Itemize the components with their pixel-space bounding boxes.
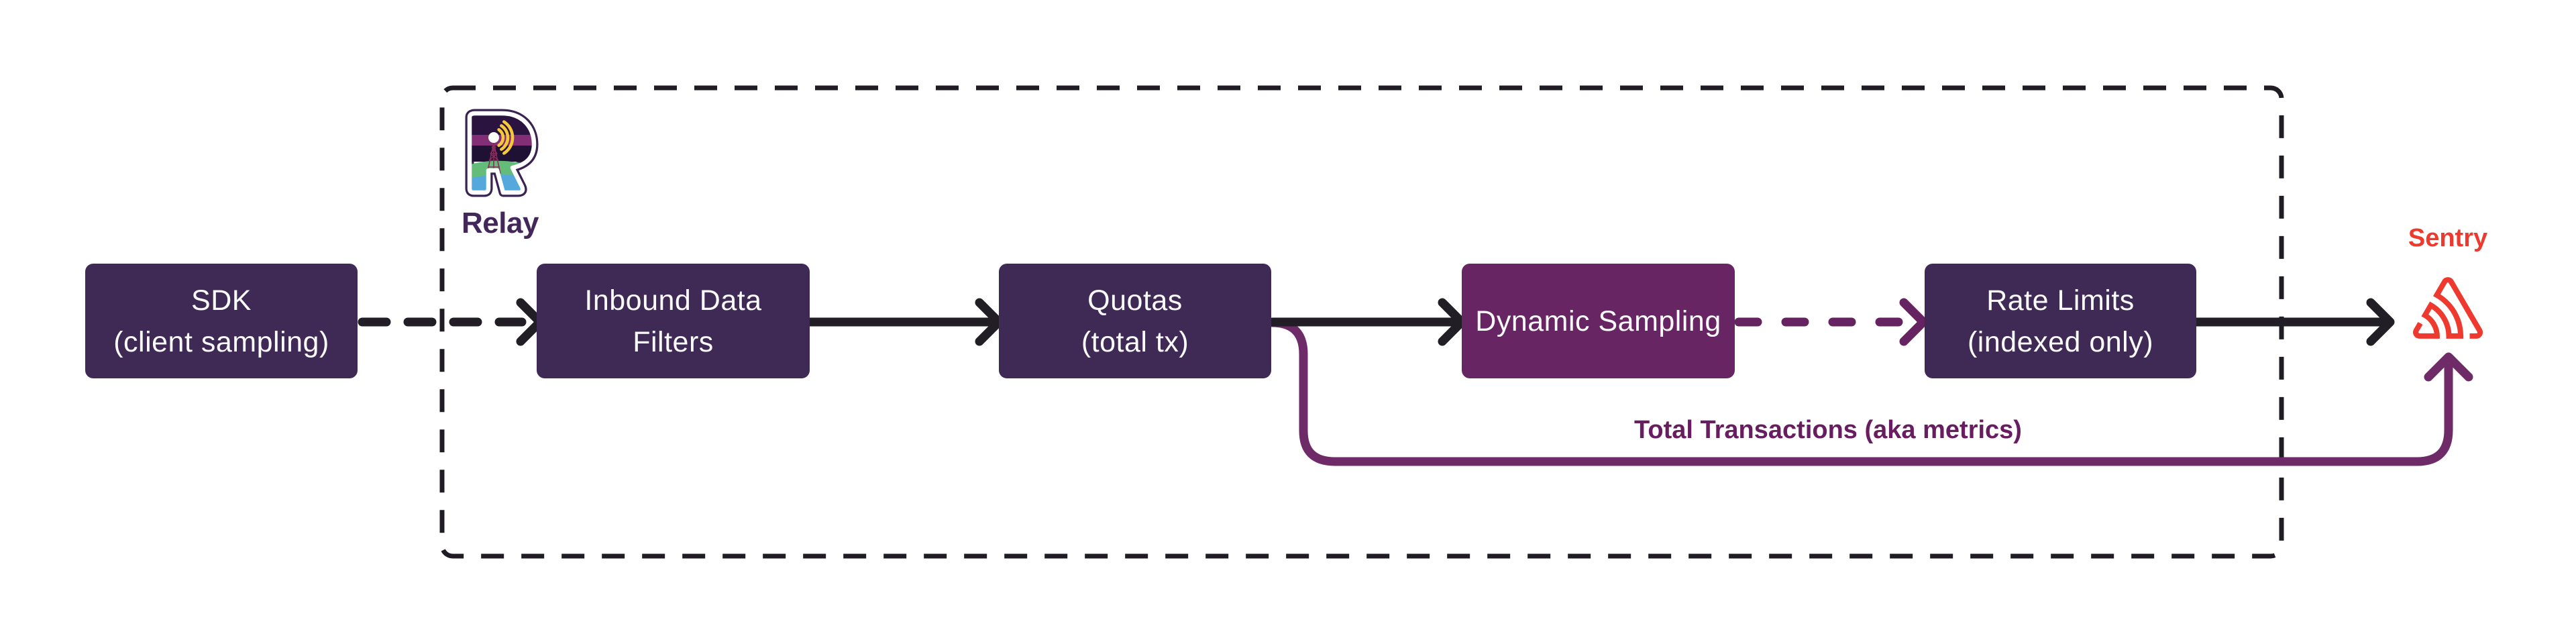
edge-dynamic-to-ratelimits — [1734, 298, 1928, 346]
edge-sdk-to-inbound — [358, 298, 545, 346]
node-sdk: SDK (client sampling) — [85, 264, 358, 378]
node-quotas-line2: (total tx) — [1081, 325, 1189, 358]
metrics-edge-label: Total Transactions (aka metrics) — [1634, 416, 2022, 444]
node-inbound-line2: Filters — [633, 325, 714, 358]
sentry-label: Sentry — [2408, 224, 2488, 252]
node-quotas-line1: Quotas — [1087, 284, 1183, 317]
signal-waves-icon — [497, 120, 515, 155]
node-inbound-line1: Inbound Data — [584, 284, 762, 317]
node-rate-line2: (indexed only) — [1967, 325, 2154, 358]
node-dynamic-line1: Dynamic Sampling — [1475, 305, 1721, 337]
arrowhead-right-icon — [2366, 298, 2395, 346]
node-rate-limits: Rate Limits (indexed only) — [1925, 264, 2196, 378]
node-quotas: Quotas (total tx) — [999, 264, 1271, 378]
relay-label: Relay — [462, 207, 539, 239]
arrowhead-right-icon — [1899, 298, 1928, 346]
node-inbound-data-filters: Inbound Data Filters — [537, 264, 810, 378]
relay-logo-icon — [465, 109, 539, 197]
node-rate-line1: Rate Limits — [1986, 284, 2135, 317]
antenna-light-icon — [488, 132, 499, 143]
sentry-logo-icon — [2413, 277, 2483, 339]
node-sdk-line2: (client sampling) — [113, 325, 329, 358]
edge-ratelimits-to-sentry — [2192, 298, 2395, 346]
node-dynamic-sampling: Dynamic Sampling — [1462, 264, 1735, 378]
arrowhead-up-icon — [2424, 352, 2473, 382]
node-sdk-line1: SDK — [191, 284, 252, 317]
edge-inbound-to-quotas — [805, 298, 1004, 346]
edge-quotas-to-sentry-metrics — [1267, 318, 2473, 466]
